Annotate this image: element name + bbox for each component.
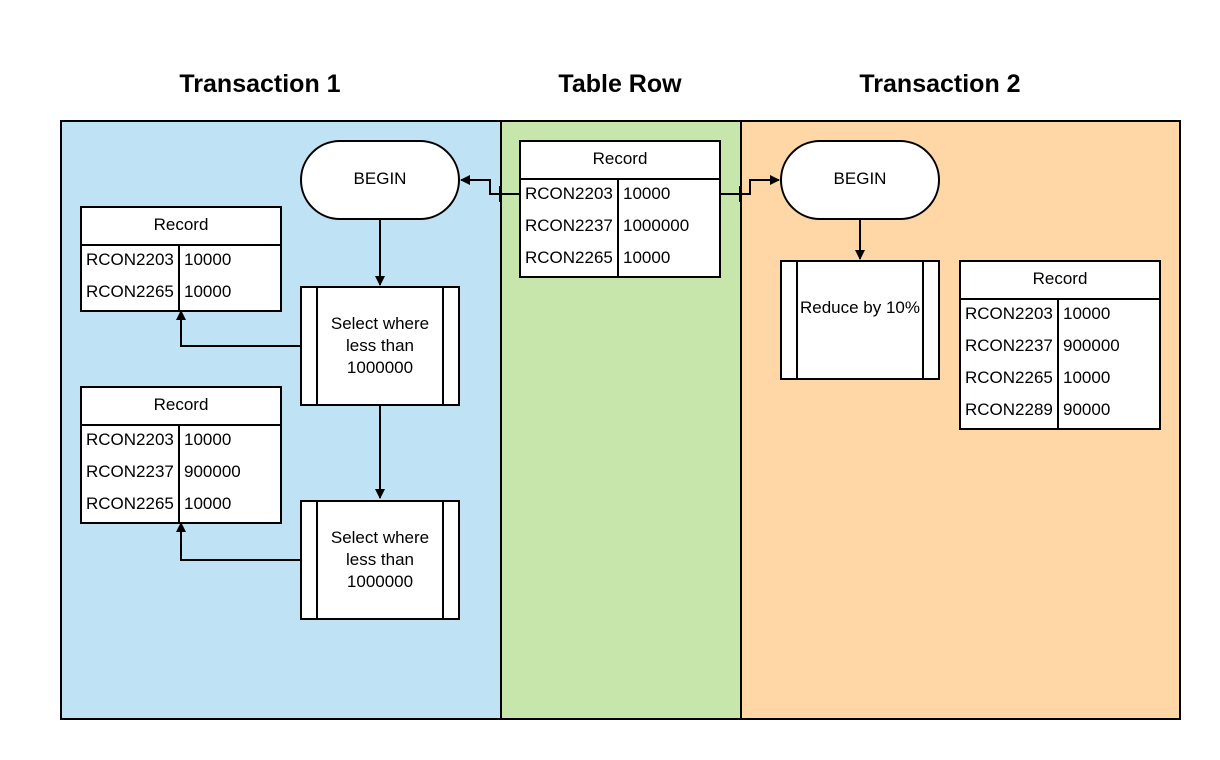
t1-select-process-2: Select where less than 1000000 [300,500,460,620]
record-key: RCON2265 [82,490,180,522]
record-row: RCON2265 10000 [521,244,719,276]
record-value: 10000 [184,430,232,449]
lane-title-transaction-1: Transaction 1 [179,70,341,98]
record-row: RCON2289 90000 [961,396,1159,428]
record-key: RCON2265 [82,278,180,310]
record-value: 10000 [1063,368,1111,387]
record-value: 900000 [184,462,241,481]
record-key: RCON2289 [961,396,1059,428]
record-key: RCON2265 [961,364,1059,396]
record-key: RCON2203 [82,246,180,278]
connector-process2-to-record2 [176,522,300,561]
t1-record-2: Record RCON2203 10000 RCON2237 900000 RC… [80,386,282,524]
record-row: RCON2237 1000000 [521,212,719,244]
t1-select-process-1-label: Select where less than 1000000 [330,314,430,377]
record-title: Record [961,262,1159,300]
t1-begin-terminator: BEGIN [300,140,460,220]
record-value: 1000000 [623,216,690,235]
record-title: Record [521,142,719,180]
record-key: RCON2237 [961,332,1059,364]
record-row: RCON2203 10000 [521,180,719,212]
record-row: RCON2265 10000 [82,278,280,310]
record-key: RCON2265 [521,244,619,276]
t2-reduce-process: Reduce by 10% [780,260,940,380]
record-row: RCON2203 10000 [82,246,280,278]
record-key: RCON2237 [82,458,180,490]
connector-process1-to-record1 [176,310,300,347]
table-row-record: Record RCON2203 10000 RCON2237 1000000 R… [519,140,721,278]
lane-title-table-row: Table Row [558,70,682,98]
record-value: 10000 [184,494,232,513]
t2-begin-terminator: BEGIN [780,140,940,220]
record-title: Record [82,208,280,246]
record-key: RCON2203 [961,300,1059,332]
t1-select-process-1: Select where less than 1000000 [300,286,460,406]
t1-record-1: Record RCON2203 10000 RCON2265 10000 [80,206,282,312]
record-title: Record [82,388,280,426]
record-key: RCON2237 [521,212,619,244]
record-value: 90000 [1063,400,1111,419]
connector-tablerow-to-t1-begin [460,175,520,195]
record-row: RCON2237 900000 [961,332,1159,364]
record-value: 10000 [623,184,671,203]
record-row: RCON2237 900000 [82,458,280,490]
record-value: 10000 [184,250,232,269]
record-key: RCON2203 [82,426,180,458]
record-row: RCON2203 10000 [82,426,280,458]
t2-record: Record RCON2203 10000 RCON2237 900000 RC… [959,260,1161,430]
record-row: RCON2265 10000 [961,364,1159,396]
record-value: 900000 [1063,336,1120,355]
record-row: RCON2203 10000 [961,300,1159,332]
record-row: RCON2265 10000 [82,490,280,522]
lane-title-transaction-2: Transaction 2 [859,70,1021,98]
record-value: 10000 [184,282,232,301]
record-value: 10000 [1063,304,1111,323]
t1-begin-label: BEGIN [353,169,407,188]
t1-select-process-2-label: Select where less than 1000000 [330,528,430,591]
connector-tablerow-to-t2-begin [720,175,780,195]
t2-reduce-process-label: Reduce by 10% [799,298,921,317]
t2-begin-label: BEGIN [833,169,887,188]
record-key: RCON2203 [521,180,619,212]
record-value: 10000 [623,248,671,267]
